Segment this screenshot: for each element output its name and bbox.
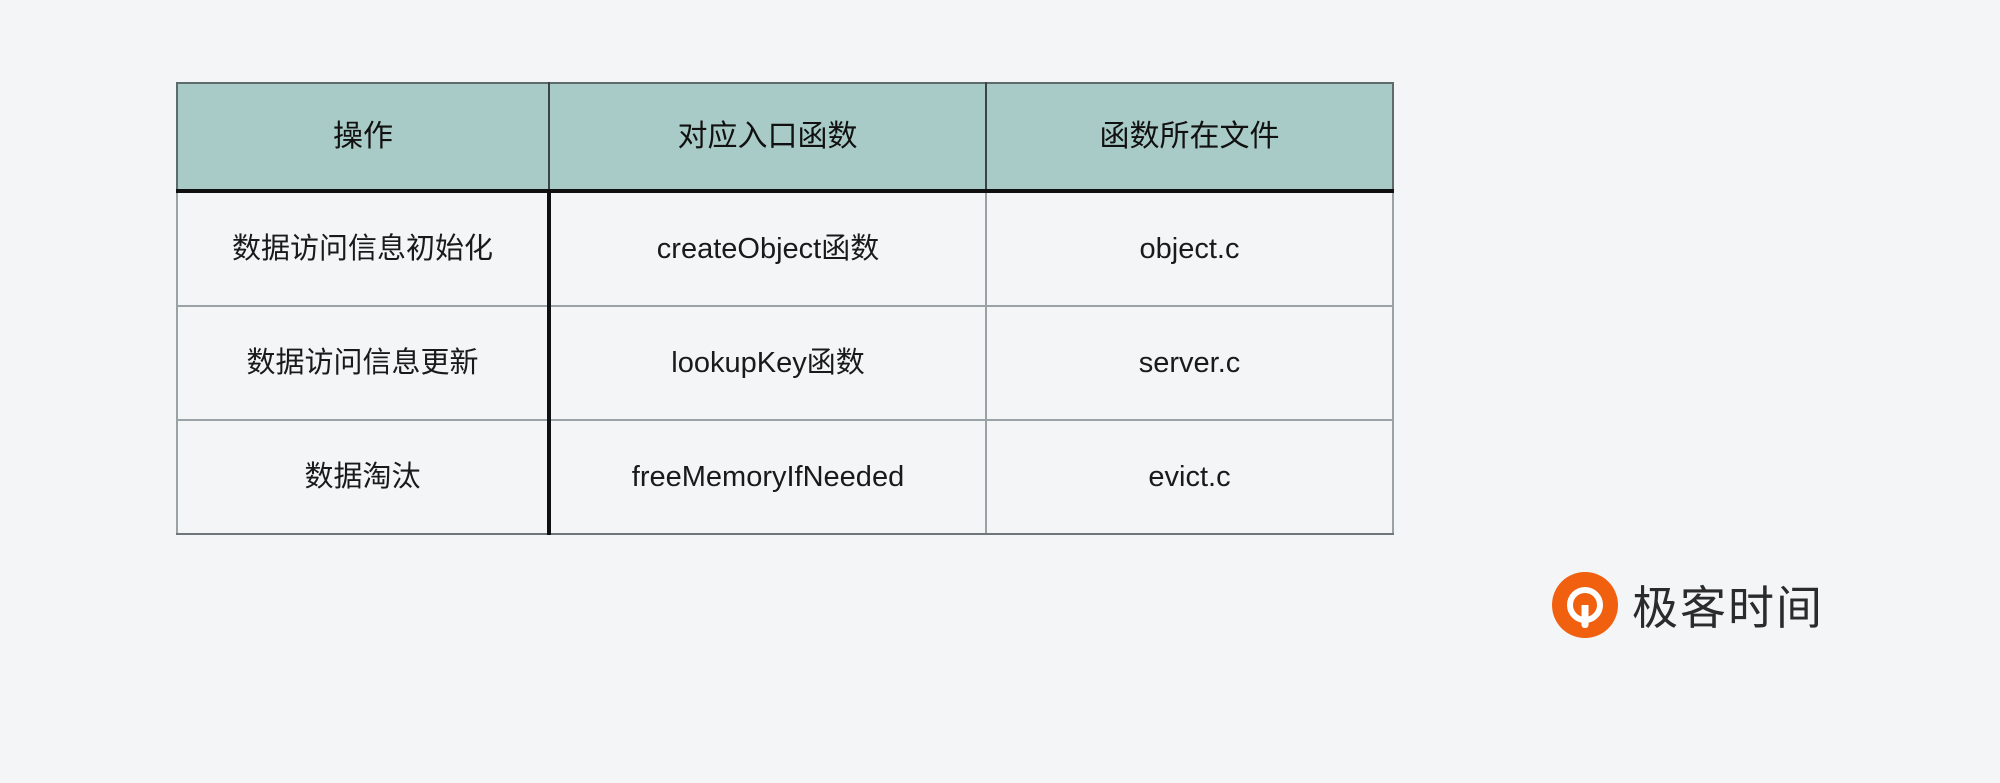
cell-source-file: object.c [986, 191, 1394, 307]
redis-access-info-table: 操作 对应入口函数 函数所在文件 数据访问信息初始化 creat [176, 82, 1394, 535]
cell-source-file-text: evict.c [1148, 460, 1231, 493]
cell-operation-text: 数据淘汰 [304, 460, 421, 493]
cell-entry-function-text: createObject函数 [656, 232, 880, 265]
table-row: 数据访问信息初始化 createObject函数 object.c [176, 191, 1394, 307]
cell-operation-text: 数据访问信息初始化 [231, 232, 493, 265]
column-header-operation: 操作 [176, 82, 550, 193]
cell-entry-function: lookupKey函数 [549, 306, 987, 421]
brand-watermark: 极客时间 [1552, 560, 1912, 650]
column-header-entry-function-label: 对应入口函数 [677, 119, 858, 153]
cell-source-file: evict.c [986, 420, 1394, 535]
table-row: 数据访问信息更新 lookupKey函数 server.c [176, 306, 1394, 421]
cell-operation: 数据淘汰 [176, 420, 551, 535]
table-header: 操作 对应入口函数 函数所在文件 [176, 82, 1394, 193]
cell-operation: 数据访问信息初始化 [176, 191, 551, 307]
cell-source-file-text: object.c [1139, 232, 1240, 265]
cell-source-file-text: server.c [1138, 346, 1241, 379]
table-row: 数据淘汰 freeMemoryIfNeeded evict.c [176, 420, 1394, 535]
cell-entry-function-text: freeMemoryIfNeeded [631, 460, 905, 493]
cell-entry-function-text: lookupKey函数 [671, 346, 865, 379]
cell-source-file: server.c [986, 306, 1394, 421]
spec-table-container: 操作 对应入口函数 函数所在文件 数据访问信息初始化 creat [176, 82, 1394, 535]
cell-operation-text: 数据访问信息更新 [246, 346, 479, 379]
column-header-source-file: 函数所在文件 [986, 82, 1394, 193]
cell-entry-function: createObject函数 [549, 191, 987, 307]
table-header-row: 操作 对应入口函数 函数所在文件 [176, 82, 1394, 193]
column-header-source-file-label: 函数所在文件 [1099, 119, 1280, 153]
brand-watermark-label: 极客时间 [1632, 582, 1824, 634]
column-header-operation-label: 操作 [333, 119, 393, 153]
cell-entry-function: freeMemoryIfNeeded [549, 420, 987, 535]
table-body: 数据访问信息初始化 createObject函数 object.c 数据访问信息… [176, 191, 1394, 535]
column-header-entry-function: 对应入口函数 [549, 82, 987, 193]
geektime-circle-logo-icon [1552, 572, 1618, 638]
cell-operation: 数据访问信息更新 [176, 306, 551, 421]
